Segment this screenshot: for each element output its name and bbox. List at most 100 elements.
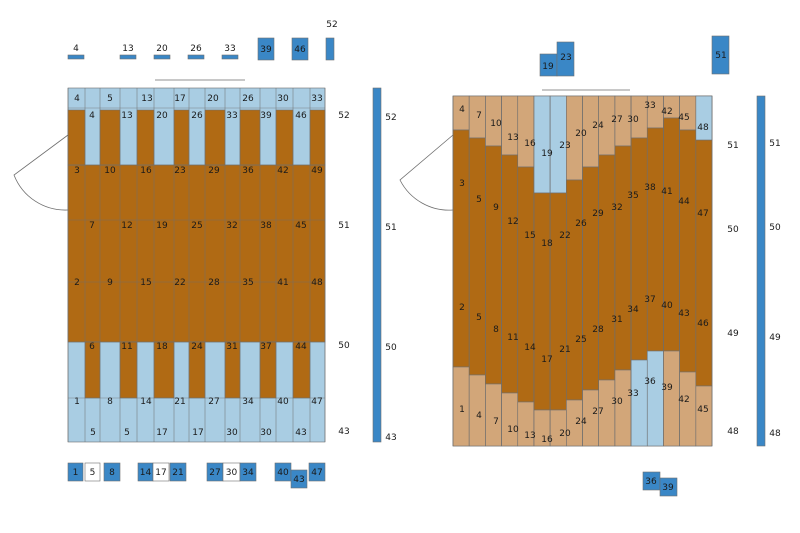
- left-loose-top-piece: [187, 54, 205, 60]
- left-blue-bar: [372, 87, 382, 443]
- left-bar-label: 52: [385, 113, 396, 123]
- right-plank-label: 1: [459, 405, 465, 415]
- left-loose-top-piece: [153, 54, 171, 60]
- left-bottom-label: 5: [90, 428, 96, 438]
- right-dark-plank: [485, 145, 502, 385]
- right-side-label: 49: [727, 329, 739, 339]
- right-bottom-tan-plank: [614, 369, 632, 447]
- left-top-label: 33: [311, 94, 322, 104]
- right-floating-top-piece: [556, 41, 575, 77]
- left-row-a-label: 42: [277, 166, 288, 176]
- right-plank-label: 24: [592, 121, 604, 131]
- right-plank-label: 17: [541, 355, 552, 365]
- left-row-a-label: 29: [208, 166, 220, 176]
- right-plank-label: 33: [627, 389, 638, 399]
- right-plank-label: 36: [644, 377, 656, 387]
- right-plank-label: 29: [592, 209, 604, 219]
- right-floating-top-label: 19: [542, 62, 554, 72]
- right-plank-label: 47: [697, 209, 708, 219]
- left-row-b-label: 25: [191, 221, 202, 231]
- left-upper-dark-strip: [309, 109, 326, 166]
- left-bottom-piece: [290, 469, 308, 489]
- left-bar-label: 43: [385, 433, 396, 443]
- left-bottom-label: 30: [226, 428, 238, 438]
- right-bottom-tan-plank: [501, 392, 519, 447]
- left-row-c-label: 48: [311, 278, 323, 288]
- right-plank-label: 18: [541, 239, 553, 249]
- right-dark-plank: [549, 192, 567, 411]
- right-top-light-plank: [533, 95, 551, 194]
- left-upper-dark-strip: [204, 109, 226, 166]
- left-upper-label: 33: [226, 111, 237, 121]
- left-strip-label: 52: [326, 20, 337, 30]
- left-upper-dark-strip: [173, 109, 190, 166]
- left-row-e-label: 21: [174, 397, 185, 407]
- left-top-label: 30: [277, 94, 289, 104]
- right-side-label: 50: [727, 225, 739, 235]
- left-upper-label: 26: [191, 111, 203, 121]
- left-row-b-label: 12: [121, 221, 132, 231]
- left-side-label: 51: [338, 221, 349, 231]
- right-plank-label: 48: [697, 123, 709, 133]
- right-plank-label: 21: [559, 345, 570, 355]
- left-top-label: 5: [107, 94, 113, 104]
- right-dark-plank: [533, 192, 551, 411]
- left-row-b-label: 19: [156, 221, 168, 231]
- right-plank-label: 42: [661, 107, 672, 117]
- left-row-b-label: 7: [89, 221, 95, 231]
- left-row-a-label: 10: [104, 166, 116, 176]
- left-upper-label: 4: [89, 111, 95, 121]
- right-plank-label: 19: [541, 149, 553, 159]
- right-plank-label: 33: [644, 101, 655, 111]
- right-plank-label: 3: [459, 179, 465, 189]
- left-row-c-label: 35: [242, 278, 253, 288]
- left-bottom-piece-label: 30: [226, 468, 238, 478]
- left-blue-top-piece: [291, 37, 309, 61]
- left-row-c-label: 2: [74, 278, 80, 288]
- right-plank-label: 38: [644, 183, 656, 193]
- left-loose-top-piece: [119, 54, 137, 60]
- right-plank-label: 45: [678, 113, 689, 123]
- right-plank-label: 34: [627, 305, 639, 315]
- right-plank-label: 14: [524, 343, 536, 353]
- right-dark-plank: [663, 117, 680, 352]
- right-plank-label: 30: [611, 397, 623, 407]
- left-row-c-label: 41: [277, 278, 288, 288]
- right-plank-label: 35: [627, 191, 638, 201]
- left-bottom-piece-label: 27: [209, 468, 220, 478]
- left-row-e-label: 14: [140, 397, 152, 407]
- left-row-c-label: 9: [107, 278, 113, 288]
- left-bar-label: 50: [385, 343, 397, 353]
- left-upper-dark-strip: [136, 109, 155, 166]
- left-blue-top-piece: [257, 37, 275, 61]
- left-row-d-label: 18: [156, 342, 168, 352]
- right-bottom-light-plank: [630, 359, 648, 447]
- right-plank-label: 30: [627, 115, 639, 125]
- left-bottom-piece: [308, 462, 326, 482]
- right-dark-plank: [452, 129, 470, 368]
- right-dark-plank: [598, 154, 616, 381]
- right-bar-label: 50: [769, 223, 781, 233]
- right-plank-label: 8: [493, 325, 499, 335]
- left-loose-top-label: 13: [122, 44, 133, 54]
- left-row-a-label: 23: [174, 166, 185, 176]
- left-upper-label: 13: [121, 111, 132, 121]
- left-bottom-label: 43: [295, 428, 306, 438]
- right-bottom-tan-plank: [679, 371, 697, 447]
- right-plank-label: 37: [644, 295, 655, 305]
- left-loose-top-piece: [221, 54, 239, 60]
- left-row-c-label: 22: [174, 278, 185, 288]
- left-row-e-label: 40: [277, 397, 289, 407]
- left-bottom-piece: [103, 462, 121, 482]
- right-plank-label: 28: [592, 325, 604, 335]
- left-bottom-piece-label: 40: [277, 468, 289, 478]
- left-upper-label: 46: [295, 111, 307, 121]
- right-plank-label: 15: [524, 231, 535, 241]
- right-plank-label: 4: [459, 105, 465, 115]
- right-dark-plank: [695, 139, 713, 387]
- left-bottom-piece-label: 8: [109, 468, 115, 478]
- left-side-label: 43: [338, 427, 349, 437]
- left-row-c-label: 28: [208, 278, 220, 288]
- left-row-a-label: 49: [311, 166, 323, 176]
